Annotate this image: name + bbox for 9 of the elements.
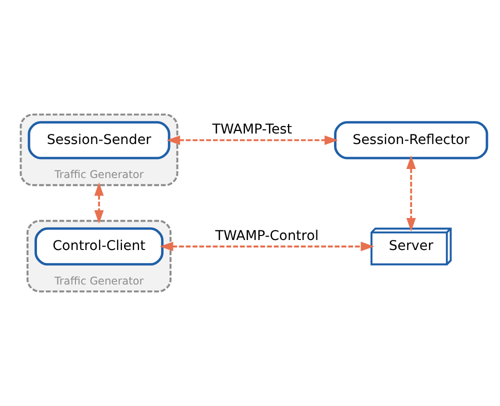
arrow: [94, 182, 104, 224]
edge-label: TWAMP-Control: [215, 228, 319, 244]
node-box: Control-Client: [34, 227, 164, 266]
arrow: [160, 242, 374, 252]
edge-label: TWAMP-Test: [212, 122, 292, 138]
node-box: Session-Sender: [28, 121, 170, 160]
arrow: [166, 135, 338, 145]
node-box: Session-Reflector: [334, 121, 488, 160]
arrow: [406, 155, 416, 232]
